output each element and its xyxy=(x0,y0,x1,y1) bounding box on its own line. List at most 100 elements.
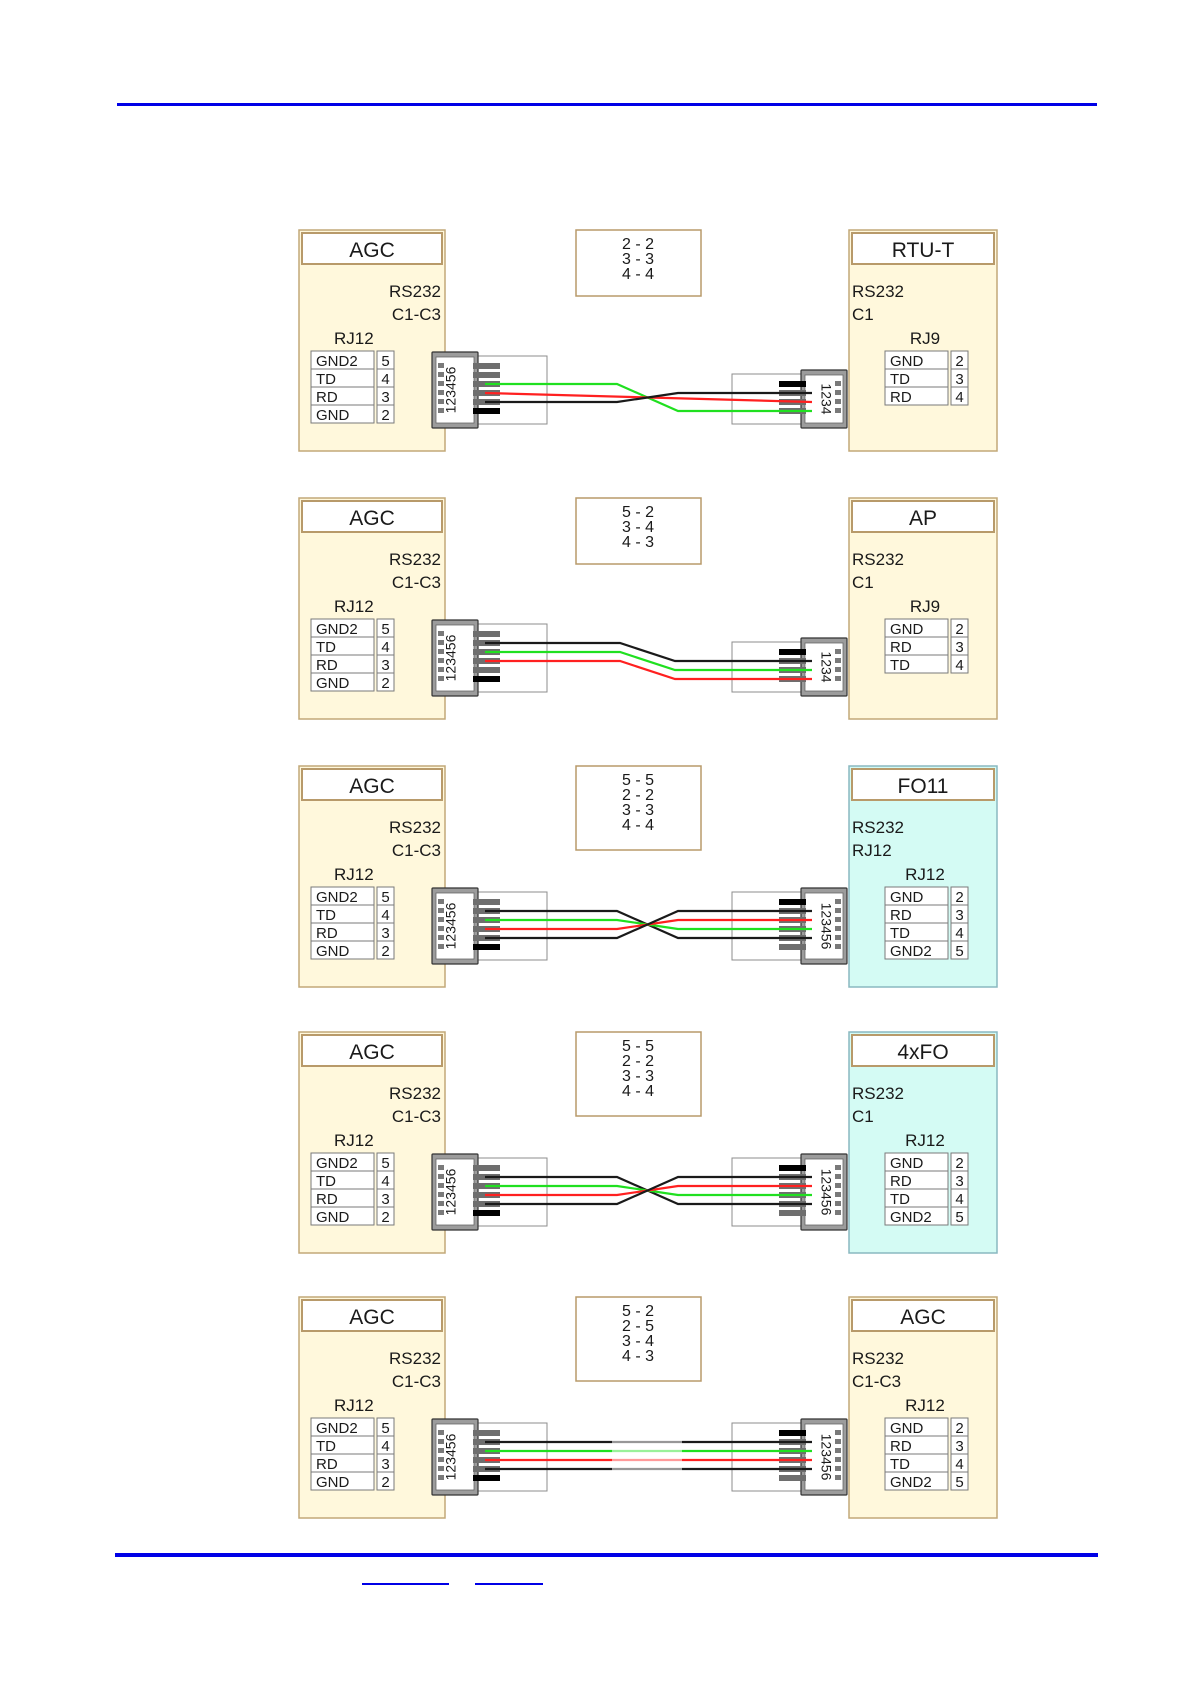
mapping-line: 2 - 2 xyxy=(622,787,654,804)
cable-wires xyxy=(485,641,812,681)
connector-type: RJ12 xyxy=(334,1131,374,1150)
device-title: 4xFO xyxy=(897,1041,948,1064)
plug-pin xyxy=(438,917,444,922)
pin-name: GND xyxy=(890,621,924,638)
pin-row: TD 4 xyxy=(310,636,395,656)
pin-number-cell xyxy=(376,404,395,424)
plug-pin xyxy=(835,1466,841,1471)
plug-contact xyxy=(473,1210,500,1216)
footer-link-2[interactable] xyxy=(475,1582,543,1585)
pin-number: 4 xyxy=(381,1173,389,1190)
plug-pin xyxy=(438,926,444,931)
rj12-plug: 123456 xyxy=(731,887,848,965)
pin-number: 4 xyxy=(381,639,389,656)
pin-number: 3 xyxy=(955,1438,963,1455)
mapping-line: 2 - 2 xyxy=(622,236,654,253)
plug-pin xyxy=(835,1448,841,1453)
pin-number: 4 xyxy=(955,389,963,406)
plug-contact xyxy=(779,899,806,905)
pin-name-cell xyxy=(310,1471,375,1491)
pin-number: 4 xyxy=(955,1191,963,1208)
plug-pin xyxy=(438,1174,444,1179)
plug-pin xyxy=(438,1192,444,1197)
pin-name: TD xyxy=(890,1191,910,1208)
device-port: C1-C3 xyxy=(392,1107,441,1126)
connector-type: RJ12 xyxy=(905,865,945,884)
plug-pin xyxy=(835,658,841,663)
plug-pin xyxy=(835,1201,841,1206)
plug-contact xyxy=(473,1165,500,1171)
plug-pin xyxy=(835,1192,841,1197)
device-protocol: RS232 xyxy=(852,282,904,301)
connector-type: RJ12 xyxy=(334,1396,374,1415)
connector-type: RJ9 xyxy=(910,597,940,616)
plug-pin xyxy=(835,908,841,913)
pin-number-cell xyxy=(950,386,969,406)
device-body xyxy=(848,229,998,452)
rj9-plug: 1234 xyxy=(731,637,848,697)
pin-name: TD xyxy=(316,907,336,924)
mapping-line: 3 - 3 xyxy=(622,251,654,268)
pin-name: RD xyxy=(316,1191,338,1208)
device-protocol: RS232 xyxy=(852,1084,904,1103)
mapping-line: 5 - 5 xyxy=(622,772,654,789)
footer-rule xyxy=(115,1553,1098,1557)
footer-link-1[interactable] xyxy=(362,1582,449,1585)
device-protocol: RS232 xyxy=(389,282,441,301)
rj12-plug: 123456 xyxy=(431,1153,548,1231)
pin-name: GND2 xyxy=(316,1155,358,1172)
pin-name: GND xyxy=(316,1474,350,1491)
device-port: C1 xyxy=(852,1107,874,1126)
pin-name: GND xyxy=(890,353,924,370)
plug-pin xyxy=(438,1475,444,1480)
connector-type: RJ12 xyxy=(334,329,374,348)
plug-pin xyxy=(438,1183,444,1188)
plug-contact xyxy=(473,363,500,369)
plug-pin-numbers: 1234 xyxy=(818,651,834,682)
device-title: AP xyxy=(909,507,937,530)
plug-pin xyxy=(835,899,841,904)
plug-pin xyxy=(835,926,841,931)
plug-contact xyxy=(473,372,500,378)
pin-name-cell xyxy=(884,1206,949,1226)
plug-pin xyxy=(835,935,841,940)
plug-pin xyxy=(438,1448,444,1453)
plug-pin xyxy=(438,631,444,636)
wire-black xyxy=(485,909,812,940)
pin-number: 5 xyxy=(381,353,389,370)
pin-number: 2 xyxy=(955,621,963,638)
plug-pin xyxy=(438,1430,444,1435)
plug-pin xyxy=(438,408,444,413)
pin-name: RD xyxy=(890,907,912,924)
plug-contact xyxy=(473,667,500,673)
pin-number: 5 xyxy=(381,1155,389,1172)
pin-name: TD xyxy=(316,639,336,656)
pin-number: 4 xyxy=(381,371,389,388)
device-protocol: RS232 xyxy=(852,818,904,837)
plug-pin xyxy=(438,1201,444,1206)
rj12-plug: 123456 xyxy=(731,1418,848,1496)
pin-number: 2 xyxy=(381,675,389,692)
pin-number: 5 xyxy=(955,1209,963,1226)
pin-number: 5 xyxy=(955,943,963,960)
